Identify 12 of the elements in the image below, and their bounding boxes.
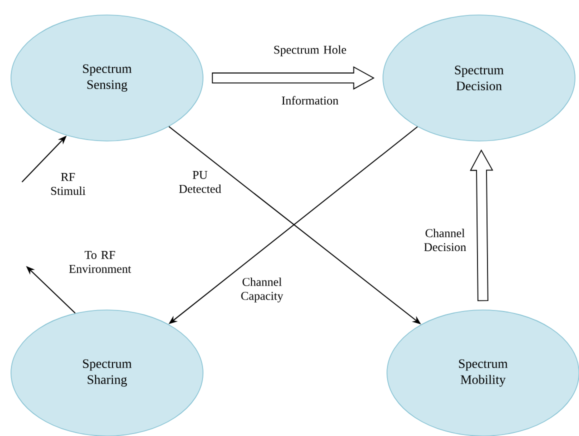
edge-label: Channel Decision xyxy=(424,228,466,252)
edge-label: PU Detected xyxy=(179,171,222,193)
ellipse-node: Spectrum Decision xyxy=(382,14,576,142)
edge-label: RF Stimuli xyxy=(51,173,86,195)
ellipse-node: Spectrum Sharing xyxy=(10,310,204,436)
ellipse-node: Spectrum Mobility xyxy=(386,310,579,436)
ellipse-node: Spectrum Sensing xyxy=(10,14,204,142)
edge-label: Channel Capacity xyxy=(241,278,284,302)
arrow xyxy=(470,149,494,302)
edge-label: Spectrum Hole Information xyxy=(274,45,346,105)
arrow xyxy=(212,66,375,90)
edge-label: To RF Environment xyxy=(69,251,132,273)
